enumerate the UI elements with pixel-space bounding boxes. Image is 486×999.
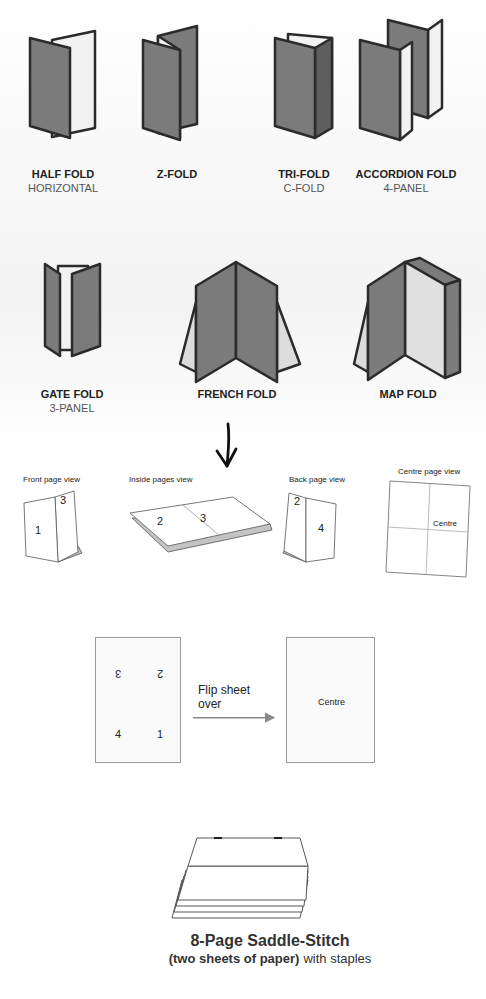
centre-page-view-part <box>386 481 470 577</box>
gate-fold-part <box>45 264 60 356</box>
map-fold <box>354 258 460 380</box>
sheet-box: 3 2 4 1 <box>95 637 181 763</box>
accordion-fold-part <box>360 40 400 140</box>
page-number: 3 <box>115 668 121 679</box>
map-fold-part <box>405 262 445 378</box>
page-number: 4 <box>318 522 324 535</box>
page-number: 1 <box>35 524 41 537</box>
caption-bold: (two sheets of paper) <box>169 951 300 966</box>
edge-label: Flip sheet over <box>197 684 263 712</box>
front-page-view-part <box>24 497 58 562</box>
page-number: 1 <box>157 729 163 740</box>
fold-name: GATE FOLD <box>41 388 104 401</box>
french-fold-part <box>196 262 236 382</box>
french-fold-part <box>180 302 196 372</box>
tri-fold-part <box>315 38 332 138</box>
saddle-stitch <box>172 838 308 918</box>
accordion-fold-part <box>428 20 442 118</box>
hand-arrow-part <box>217 449 236 466</box>
fold-name: Z-FOLD <box>157 168 197 181</box>
caption-row: (two sheets of paper)with staples <box>169 952 372 967</box>
page-number: 2 <box>294 495 300 508</box>
page-number: 2 <box>157 668 163 679</box>
tri-fold <box>275 34 332 138</box>
sheet-fold-lines-part <box>287 638 374 762</box>
french-fold <box>180 262 300 382</box>
fold-subtitle: C-FOLD <box>284 182 325 195</box>
z-fold-part <box>143 40 180 140</box>
view-title: Centre page view <box>398 467 460 476</box>
front-page-view <box>24 491 82 562</box>
view-title: Inside pages view <box>129 475 193 484</box>
map-fold-part <box>445 280 460 378</box>
fold-name: HALF FOLD <box>32 168 94 181</box>
saddle-stitch-part <box>188 838 308 866</box>
inside-pages-view <box>130 497 272 552</box>
inside-pages-view-part <box>183 505 219 535</box>
gate-fold-part <box>72 264 100 356</box>
map-fold-part <box>368 262 405 380</box>
hand-arrow <box>217 424 236 466</box>
front-page-view-part <box>55 491 78 562</box>
fold-subtitle: HORIZONTAL <box>28 182 98 195</box>
back-page-view-part <box>284 493 306 562</box>
fold-name: FRENCH FOLD <box>198 388 277 401</box>
french-fold-part <box>277 302 300 372</box>
centre-page-view-part <box>388 483 468 575</box>
back-page-view <box>283 493 336 562</box>
hand-arrow-part <box>227 424 229 466</box>
fold-subtitle: 3-PANEL <box>49 402 94 415</box>
tri-fold-part <box>275 38 315 138</box>
gate-fold <box>45 264 100 356</box>
fold-name: ACCORDION FOLD <box>356 168 457 181</box>
fold-subtitle: 4-PANEL <box>383 182 428 195</box>
french-fold-part <box>236 262 277 382</box>
view-title: Back page view <box>289 475 345 484</box>
saddle-stitch-part <box>214 837 282 839</box>
inside-pages-view-part <box>130 497 270 546</box>
centre-page-view <box>386 481 470 577</box>
z-fold <box>143 26 197 140</box>
fold-name: TRI-FOLD <box>278 168 329 181</box>
caption-plain: with staples <box>303 951 371 966</box>
saddle-stitch-part <box>178 866 308 900</box>
page-number: 3 <box>200 512 206 525</box>
accordion-fold <box>360 20 442 140</box>
half-fold <box>30 31 95 138</box>
accordion-fold-part <box>400 42 412 140</box>
page-number: 4 <box>115 729 121 740</box>
sheet-fold-lines <box>96 638 374 762</box>
map-fold-part <box>354 302 368 372</box>
centre-label: Centre <box>318 698 345 707</box>
half-fold-part <box>30 38 70 138</box>
flip-arrow <box>193 717 274 719</box>
sheet-box: Centre <box>286 637 375 763</box>
page-number: 2 <box>157 515 163 528</box>
centre-label: Centre <box>433 519 457 528</box>
view-title: Front page view <box>23 475 80 484</box>
page-number: 3 <box>60 494 66 507</box>
caption-title: 8-Page Saddle-Stitch <box>190 932 349 950</box>
back-page-view-part <box>306 498 336 562</box>
fold-name: MAP FOLD <box>379 388 436 401</box>
